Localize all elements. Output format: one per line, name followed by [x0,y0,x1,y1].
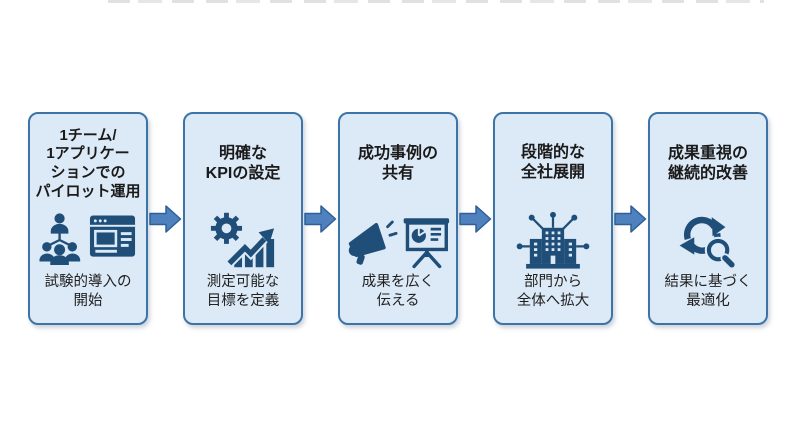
step-4-subtitle: 部門から 全体へ拡大 [516,274,590,310]
right-block-arrow-icon [614,204,647,233]
step-2-title: 明確な KPIの設定 [205,145,281,182]
step-1-card: 1チーム/ 1アプリケー ションでの パイロット運用 [28,112,148,325]
step-1-subtitle: 試験的導入の 開始 [44,274,132,310]
team-browser-icon [33,206,143,273]
flow-arrow-2 [303,112,338,325]
flow-arrow-3 [458,112,493,325]
gear-growth-chart-icon [188,206,298,273]
cropped-heading-remnant [108,0,764,3]
connected-building-icon [498,203,608,273]
step-5-title: 成果重視の 継続的改善 [667,145,748,182]
right-block-arrow-icon [149,204,182,233]
step-1-title: 1チーム/ 1アプリケー ションでの パイロット運用 [35,126,141,200]
flow-arrow-4 [613,112,648,325]
step-3-card: 成功事例の 共有 [338,112,458,325]
process-flow: 1チーム/ 1アプリケー ションでの パイロット運用 [28,112,768,325]
step-5-card: 成果重視の 継続的改善 結果に基づく 最適化 [648,112,768,325]
megaphone-presentation-icon [343,206,453,273]
step-2-subtitle: 測定可能な 目標を定義 [206,274,280,310]
step-4-title: 段階的な 全社展開 [520,143,585,181]
flow-arrow-1 [148,112,183,325]
step-2-card: 明確な KPIの設定 [183,112,303,325]
step-3-subtitle: 成果を広く 伝える [361,274,435,310]
step-5-subtitle: 結果に基づく 最適化 [664,274,752,310]
step-3-title: 成功事例の 共有 [357,145,438,182]
refresh-magnifier-icon [653,206,763,273]
right-block-arrow-icon [459,204,492,233]
step-4-card: 段階的な 全社展開 [493,112,613,325]
right-block-arrow-icon [304,204,337,233]
